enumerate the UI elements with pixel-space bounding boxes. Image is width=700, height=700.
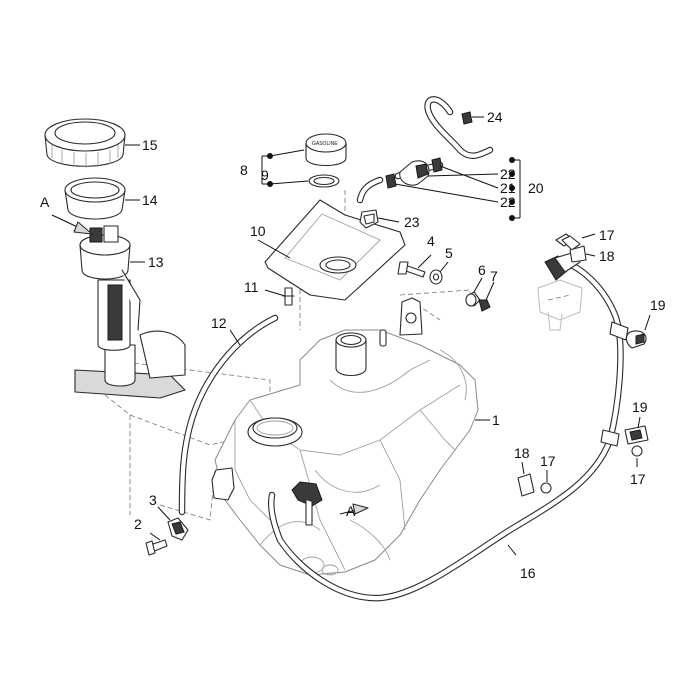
callout-24: 24	[487, 109, 503, 125]
lock-ring	[44, 118, 126, 168]
callout-11: 11	[244, 279, 259, 295]
callout-5: 5	[445, 245, 453, 261]
bolt-2	[145, 539, 168, 556]
callout-22-lower: 22	[500, 194, 516, 210]
group-bracket-8-9	[261, 149, 309, 187]
spacer-6	[465, 291, 481, 307]
callout-19-top: 19	[650, 297, 666, 313]
callout-3: 3	[149, 492, 157, 508]
callout-8: 8	[240, 162, 248, 178]
fuel-hose-assembly	[268, 251, 629, 602]
drain-hose	[178, 314, 279, 516]
fuel-cap-text: GASOLINE	[312, 141, 338, 147]
callout-17-mid: 17	[540, 453, 556, 469]
group-bracket-20	[509, 157, 521, 221]
callout-2: 2	[134, 516, 142, 532]
callout-18-top: 18	[599, 248, 615, 264]
filler-tray	[264, 199, 406, 301]
callout-19-bottom: 19	[632, 399, 648, 415]
callout-1: 1	[492, 412, 500, 428]
callout-16: 16	[520, 565, 536, 581]
leader-lines	[125, 116, 651, 556]
callout-20: 20	[528, 180, 544, 196]
bracket-18-mid	[517, 473, 535, 497]
callout-14: 14	[142, 192, 158, 208]
callout-21: 21	[500, 180, 516, 196]
bolt-17-right	[631, 445, 643, 457]
callout-22-upper: 22	[500, 166, 516, 182]
bolt-4	[397, 261, 426, 278]
callout-labels: 1 2 3 4 5 6 7 8 9 10 11 12 13 14 15 16 1…	[134, 109, 666, 581]
fuel-tank	[211, 297, 479, 576]
bracket-18-top	[569, 245, 587, 263]
cap-seal	[308, 174, 340, 188]
callout-4: 4	[427, 233, 435, 249]
fuel-pump-assembly	[74, 225, 186, 399]
callout-10: 10	[250, 223, 266, 239]
bolt-17-top	[555, 233, 581, 251]
elbow-fitting-23	[359, 209, 379, 229]
hose-clip	[167, 517, 189, 541]
callout-6: 6	[478, 262, 486, 278]
callout-12: 12	[211, 315, 227, 331]
callout-7: 7	[490, 268, 498, 284]
clip-19-bottom	[624, 425, 649, 445]
callout-13: 13	[148, 254, 164, 270]
hose-clamp-24	[461, 111, 473, 125]
clip-19-top	[625, 330, 647, 349]
arrow-label-a-tank: A	[346, 503, 356, 519]
drain-fitting	[282, 287, 295, 306]
arrow-a-tank: A	[339, 503, 369, 519]
hose-clamp-22-lower	[385, 173, 397, 189]
washer-5	[429, 269, 443, 285]
callout-18-mid: 18	[514, 445, 530, 461]
rollover-valve	[399, 160, 430, 186]
arrow-a-pump: A	[40, 194, 93, 235]
callout-17-top: 17	[599, 227, 615, 243]
hose-clamp-22-upper	[431, 157, 443, 173]
bolt-17-mid	[540, 482, 552, 494]
callout-17-right: 17	[630, 471, 646, 487]
pump-gasket	[64, 177, 126, 220]
arrow-label-a-pump: A	[40, 194, 50, 210]
nut-7	[478, 299, 491, 312]
callout-9: 9	[261, 167, 269, 183]
callout-15: 15	[142, 137, 158, 153]
callout-23: 23	[404, 214, 420, 230]
fuel-cap: GASOLINE	[305, 133, 347, 167]
